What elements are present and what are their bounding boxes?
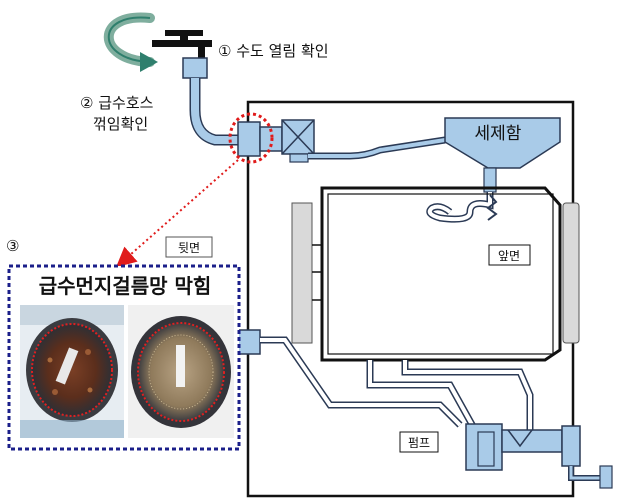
inlet-valve bbox=[237, 121, 261, 157]
filter-title: 급수먼지걸름망 막힘 bbox=[39, 274, 212, 298]
pump bbox=[465, 423, 613, 489]
detergent-box-label: 세제함 bbox=[475, 124, 522, 144]
step2-label-line1: ② 급수호스 bbox=[80, 94, 154, 112]
rear-inlet bbox=[237, 329, 261, 355]
front-door bbox=[562, 202, 580, 344]
rear-panel bbox=[291, 202, 313, 344]
inlet-to-filter-arrow bbox=[115, 159, 239, 268]
filter-mesh-photo bbox=[128, 305, 234, 438]
clogged-filter-photo bbox=[20, 305, 124, 438]
step2-label-line2: 꺾임확인 bbox=[93, 115, 148, 133]
rotate-arrow-icon bbox=[103, 12, 158, 72]
back-label: 뒷면 bbox=[165, 236, 213, 258]
inlet-highlight-circle bbox=[228, 112, 274, 164]
svg-text:뒷면: 뒷면 bbox=[178, 241, 200, 255]
front-label: 앞면 bbox=[488, 244, 531, 266]
drain-hoses bbox=[260, 336, 534, 432]
svg-text:앞면: 앞면 bbox=[498, 249, 520, 263]
faucet-icon bbox=[152, 30, 212, 79]
step3-number: ③ bbox=[6, 237, 19, 255]
detergent-box: 세제함 bbox=[444, 117, 561, 169]
drum bbox=[320, 186, 562, 362]
solenoid-valve bbox=[281, 119, 315, 155]
svg-text:펌프: 펌프 bbox=[408, 436, 430, 450]
step1-label: ① 수도 열림 확인 bbox=[218, 42, 329, 60]
pump-label: 펌프 bbox=[399, 431, 439, 453]
